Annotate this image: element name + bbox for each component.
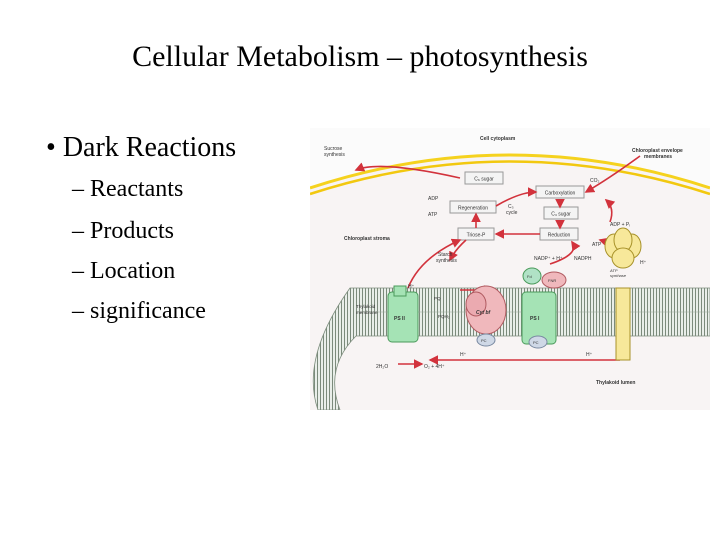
pc-protein-1 bbox=[476, 333, 496, 347]
c6-sugar-box bbox=[464, 171, 504, 185]
cell-cytoplasm-label: Cell cytoplasm bbox=[480, 136, 516, 142]
sub-item-products: – Products bbox=[72, 218, 174, 244]
c3-cycle-label-2: cycle bbox=[506, 210, 518, 216]
envelope-label-2: membranes bbox=[644, 154, 672, 160]
pc-label-1: PC bbox=[481, 338, 487, 343]
envelope-label-1: Chloroplast envelope bbox=[632, 148, 683, 154]
stroma-region bbox=[310, 155, 710, 410]
fd-protein bbox=[522, 267, 542, 285]
sub-item-label: significance bbox=[90, 298, 206, 324]
o2-label: O₂ + 4H⁺ bbox=[424, 364, 445, 370]
arrow-adp-loop bbox=[604, 198, 616, 223]
regeneration-label: Regeneration bbox=[458, 206, 488, 212]
c3-cycle-label-1: C₃ bbox=[508, 204, 514, 210]
h-plus-right-label: H⁺ bbox=[640, 260, 647, 266]
atp2-label: ATP bbox=[592, 242, 602, 248]
thylakoid-lumen-label: Thylakoid lumen bbox=[596, 380, 635, 386]
atp-synthase-head bbox=[604, 227, 642, 269]
envelope-membrane-outer bbox=[310, 153, 710, 190]
h-plus-top-label: H⁺ bbox=[408, 284, 415, 290]
fd-label: Fd bbox=[527, 274, 532, 279]
arrow-to-sucrose bbox=[354, 162, 461, 179]
adp-label: ADP bbox=[428, 196, 439, 202]
co2-label: CO₂ bbox=[590, 178, 600, 184]
fnr-label: FNR bbox=[548, 278, 556, 283]
envelope-membrane-inner bbox=[310, 160, 710, 196]
bullet-dark-reactions: • Dark Reactions bbox=[46, 132, 237, 163]
sub-item-label: Location bbox=[90, 258, 176, 284]
sub-item-label: Reactants bbox=[90, 176, 184, 202]
c3-sugar-label: C₃ sugar bbox=[551, 212, 571, 218]
atp-synthase-label-1: ATP bbox=[609, 268, 618, 273]
nadp-label: NADP⁺ + H⁺ bbox=[534, 256, 563, 262]
adp-pi-label: ADP + Pᵢ bbox=[610, 222, 630, 228]
ps2-label: PS II bbox=[394, 316, 405, 322]
thylakoid-membrane-label-2: membrane bbox=[356, 310, 378, 315]
cyt-bf-label: Cyt bf bbox=[476, 310, 492, 316]
h-plus-bottom-label-2: H⁺ bbox=[586, 352, 593, 358]
thylakoid-membrane-label-1: Thylakoid bbox=[356, 304, 376, 309]
atp-synthase-label-2: synthase bbox=[610, 273, 627, 278]
cyt-bf-lobe bbox=[465, 291, 487, 317]
atp-synthase-stalk bbox=[615, 287, 631, 361]
nadph-label: NADPH bbox=[574, 256, 592, 262]
carboxylation-label: Carboxylation bbox=[545, 191, 576, 197]
arrow-to-starch bbox=[449, 239, 467, 262]
starch-label-1: Starch bbox=[438, 252, 453, 258]
ps2-subunit bbox=[393, 285, 407, 297]
arrow-stroma-triose bbox=[407, 238, 462, 289]
sub-item-label: Products bbox=[90, 218, 174, 244]
sub-item-significance: – significance bbox=[72, 298, 206, 324]
sucrose-label-1: Sucrose bbox=[324, 146, 343, 152]
pq-label: PQ bbox=[434, 296, 441, 301]
sub-item-reactants: – Reactants bbox=[72, 176, 184, 202]
h2o-label: 2H₂O bbox=[376, 364, 388, 370]
bullet-dark-reactions-text: Dark Reactions bbox=[62, 132, 237, 163]
atp-label: ATP bbox=[428, 212, 438, 218]
slide-title: Cellular Metabolism – photosynthesis bbox=[132, 40, 588, 73]
pc-protein-2 bbox=[528, 335, 548, 349]
fnr-protein bbox=[541, 271, 567, 289]
reduction-label: Reduction bbox=[548, 233, 571, 239]
h-plus-bottom-label-1: H⁺ bbox=[460, 352, 467, 358]
triose-p-label: Triose-P bbox=[467, 233, 486, 239]
pc-label-2: PC bbox=[533, 340, 539, 345]
pqh2-label: PQH₂ bbox=[438, 314, 450, 319]
starch-label-2: synthesis bbox=[436, 258, 457, 264]
stroma-label: Chloroplast stroma bbox=[344, 236, 390, 242]
ps1-label: PS I bbox=[530, 316, 540, 322]
arrow-regen-carbox bbox=[495, 187, 538, 207]
arrow-co2-in bbox=[584, 155, 641, 193]
sub-item-location: – Location bbox=[72, 258, 176, 284]
arrow-nadph-reduction bbox=[549, 240, 581, 265]
photosynthesis-diagram: C₆ sugar Carboxylation Regeneration C₃ s… bbox=[310, 128, 710, 410]
c6-sugar-label: C₆ sugar bbox=[474, 177, 494, 183]
sucrose-label-2: synthesis bbox=[324, 152, 345, 158]
